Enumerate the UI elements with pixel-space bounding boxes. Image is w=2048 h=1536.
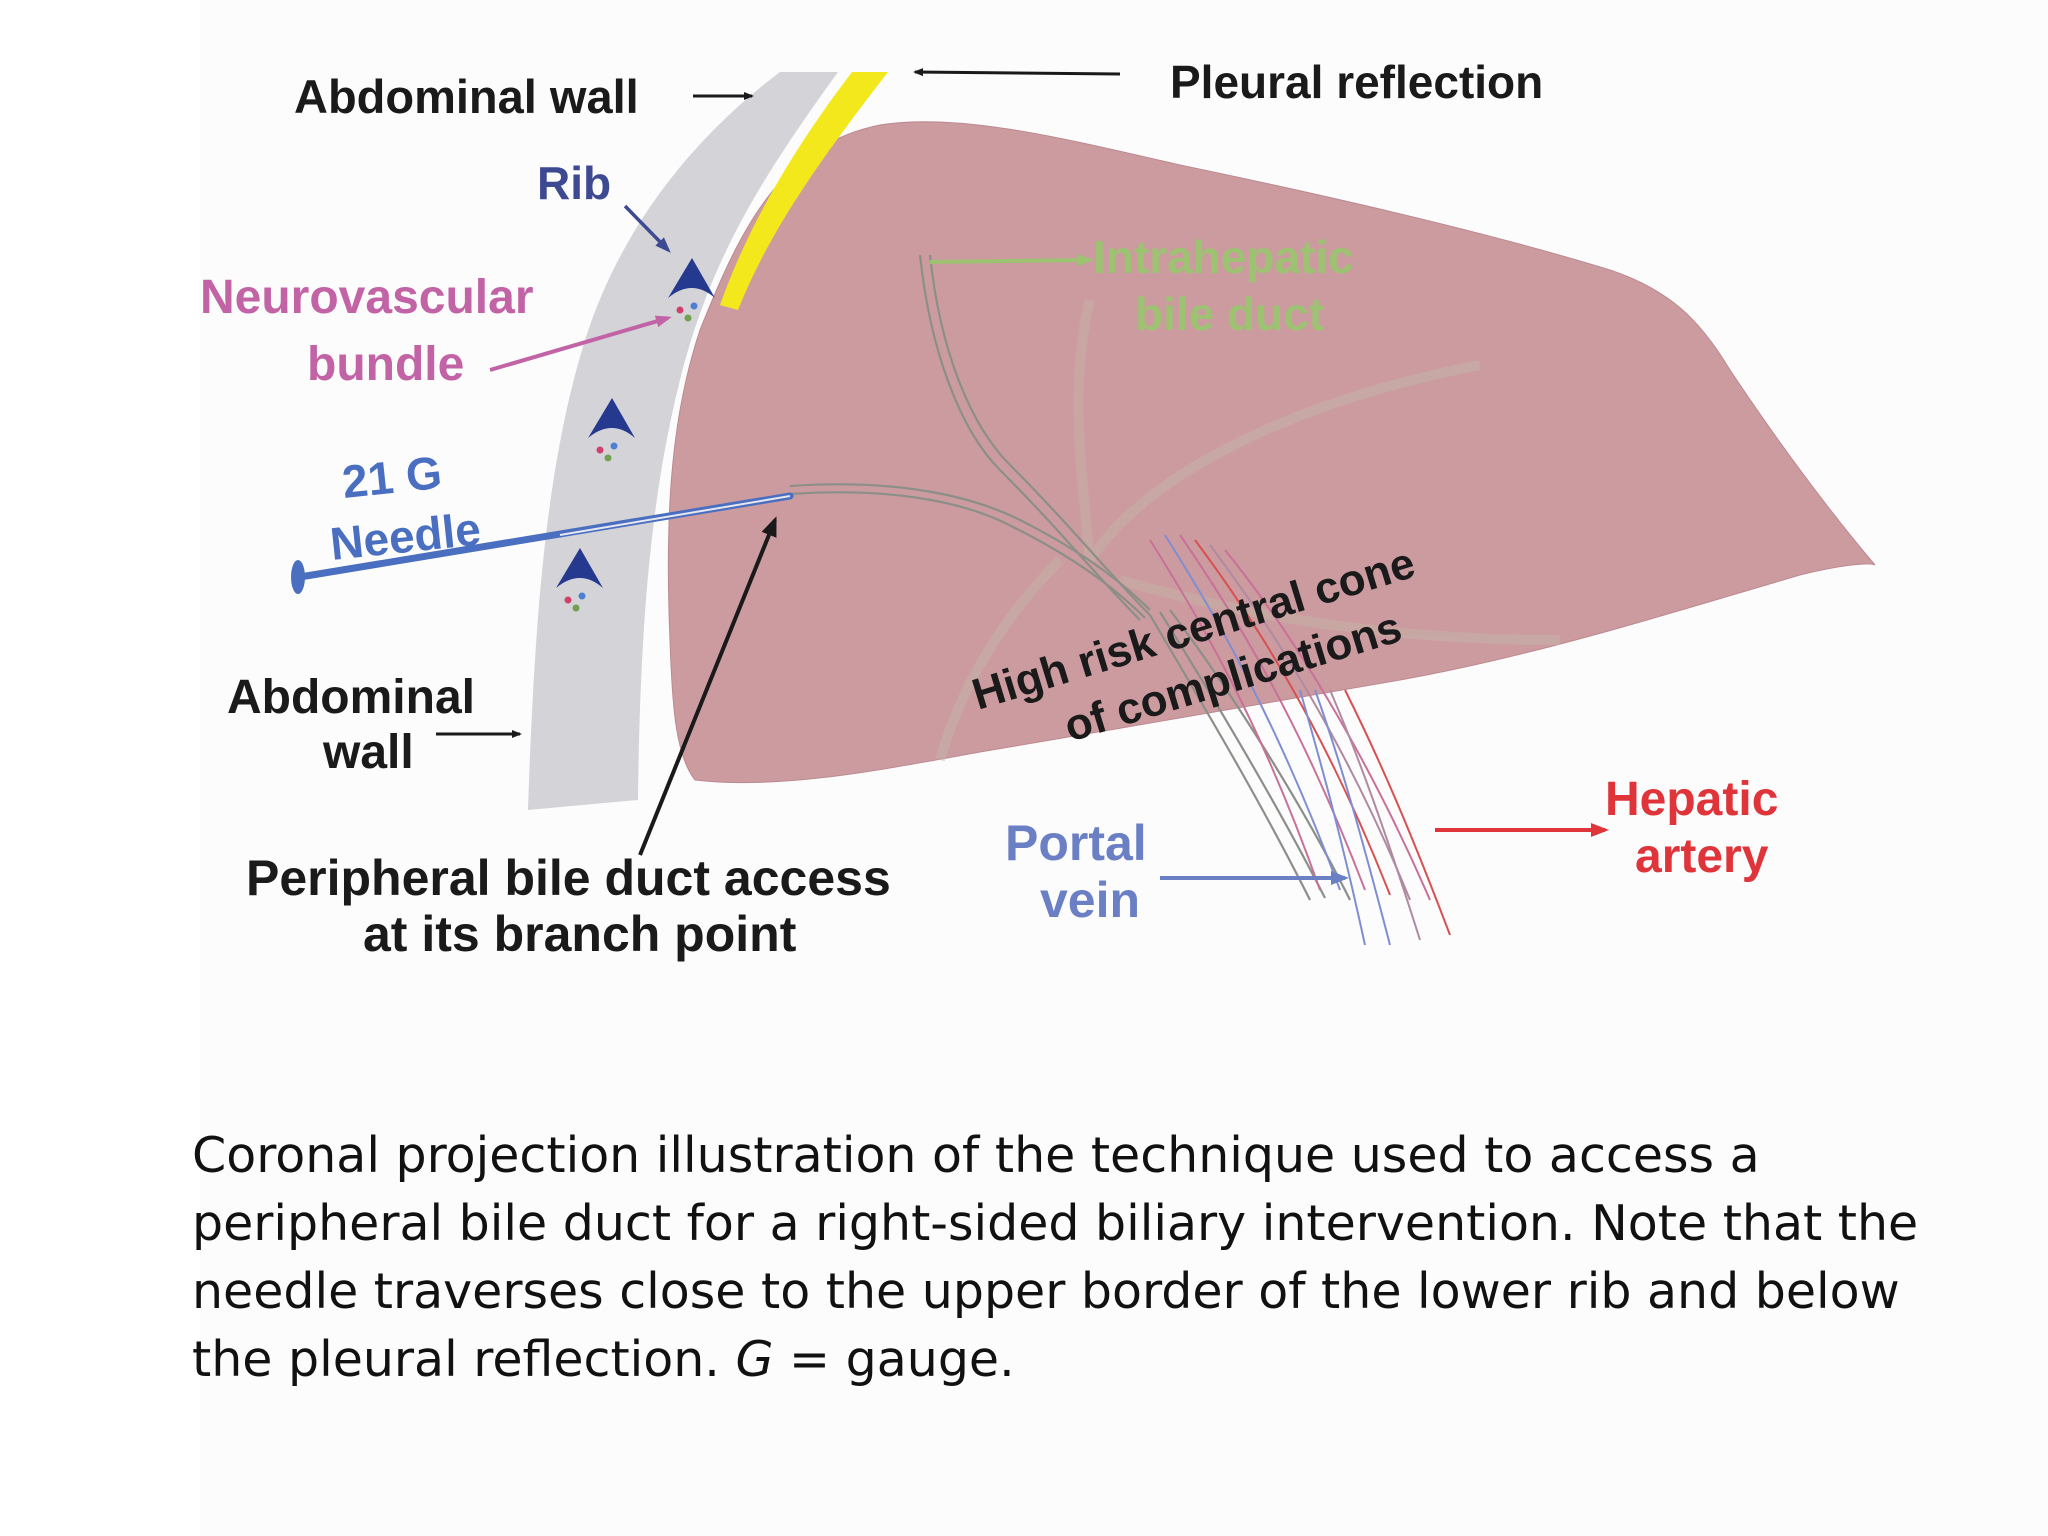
neurovascular-arrow — [489, 315, 672, 372]
label-needle-1: 21 G — [340, 446, 445, 508]
label-hepatic-artery-1: Hepatic — [1605, 773, 1778, 826]
label-hepatic-artery-2: artery — [1635, 830, 1769, 883]
hilar-vessels — [1149, 534, 1451, 946]
neurovascular-bundle-1 — [668, 258, 715, 322]
label-needle-2: Needle — [328, 502, 483, 569]
neurovascular-bundle-2 — [588, 398, 635, 462]
pleural-reflection-arrow — [913, 68, 1121, 77]
label-abdominal-wall-top: Abdominal wall — [294, 70, 639, 123]
intrahepatic-arrow — [929, 254, 1094, 267]
figure-caption: Coronal projection illustration of the t… — [192, 1122, 1952, 1394]
caption-italic-g: G — [735, 1331, 774, 1388]
label-abdominal-wall-bottom-1: Abdominal — [227, 671, 475, 724]
neurovascular-bundle-3 — [556, 548, 603, 612]
label-abdominal-wall-bottom-2: wall — [322, 726, 414, 779]
pleural-strip — [720, 72, 888, 310]
label-rib: Rib — [537, 157, 611, 209]
label-intrahepatic-1: Intrahepatic — [1093, 231, 1354, 283]
label-peripheral-1: Peripheral bile duct access — [246, 850, 891, 906]
label-neurovascular-1: Neurovascular — [200, 271, 534, 324]
liver-inner-shading — [935, 298, 1561, 762]
label-pleural-reflection: Pleural reflection — [1170, 56, 1543, 108]
label-intrahepatic-2: bile duct — [1135, 288, 1324, 340]
label-neurovascular-2: bundle — [307, 338, 464, 391]
abdominal-wall-band — [528, 72, 838, 810]
rib-arrow — [623, 204, 671, 253]
peripheral-access-arrow — [638, 516, 777, 856]
caption-text-end: = gauge. — [773, 1331, 1015, 1388]
caption-text: Coronal projection illustration of the t… — [192, 1127, 1919, 1388]
label-portal-vein-1: Portal — [1005, 815, 1147, 871]
label-portal-vein-2: vein — [1040, 872, 1140, 928]
label-peripheral-2: at its branch point — [363, 906, 797, 962]
needle — [291, 492, 794, 594]
liver-shape — [667, 121, 1876, 784]
